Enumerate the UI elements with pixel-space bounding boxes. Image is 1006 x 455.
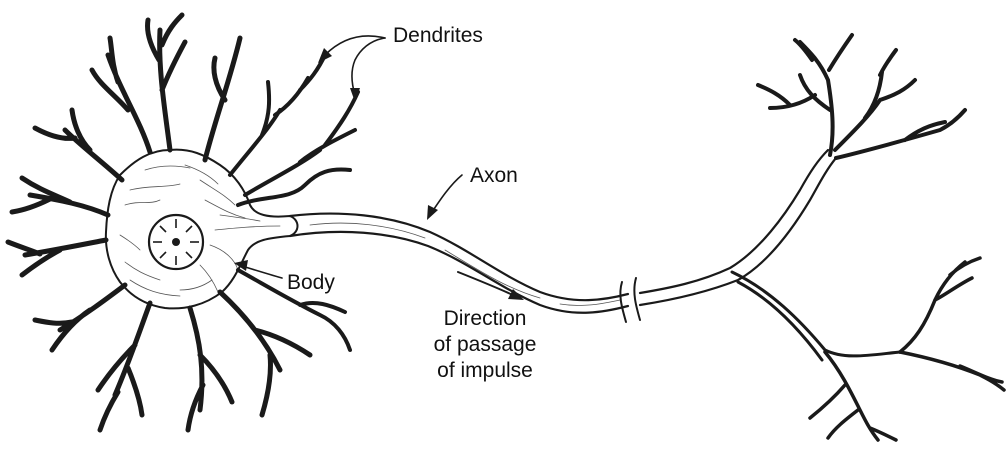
nucleolus [172,238,180,246]
direction-label-line3: of impulse [420,359,550,383]
dendrites-label: Dendrites [393,24,483,48]
axon-label: Axon [470,164,518,188]
body-label: Body [287,271,335,295]
axon-terminals [732,35,1004,440]
direction-label-line2: of passage [420,333,550,357]
cell-body [106,150,298,309]
axon [290,150,836,322]
direction-label-line1: Direction [420,307,550,331]
